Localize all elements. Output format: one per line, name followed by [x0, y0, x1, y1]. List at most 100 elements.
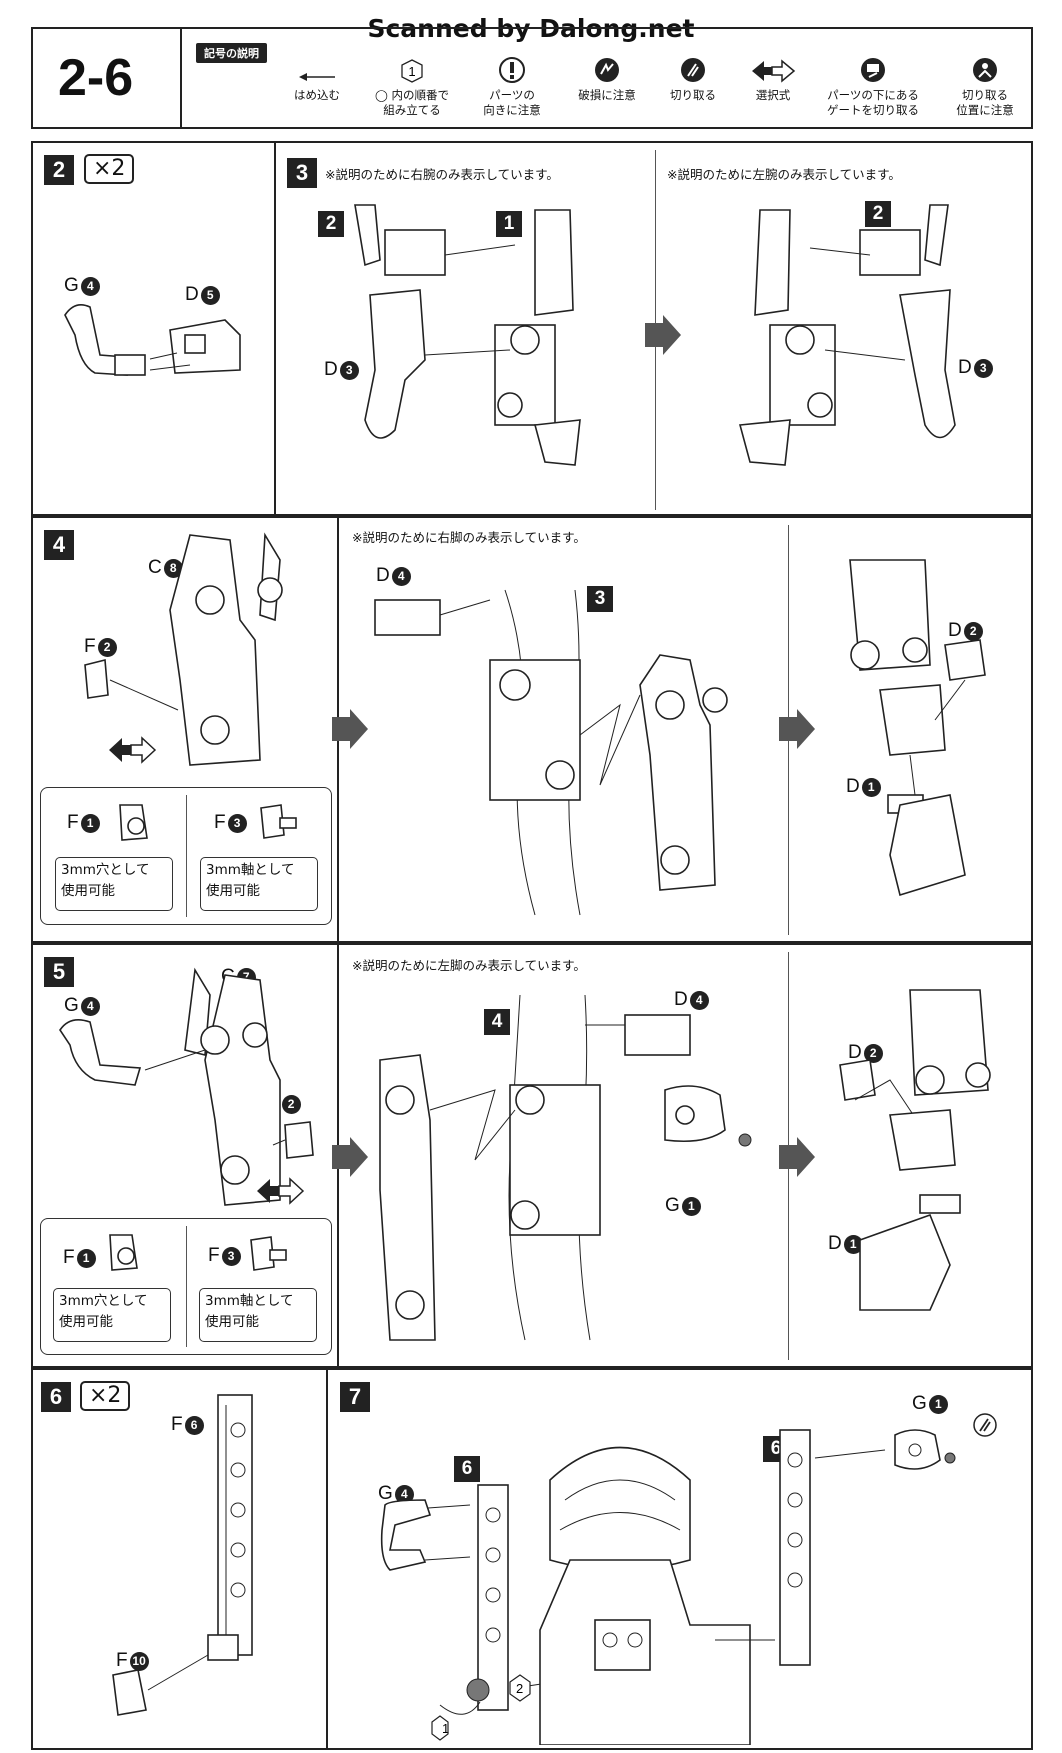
step-number: 2	[44, 155, 74, 185]
step-row-2	[31, 516, 1033, 943]
option-part-hole	[109, 1234, 138, 1271]
legend-title: 記号の説明	[196, 43, 267, 63]
step-number: 3	[287, 158, 317, 188]
exclamation-circle-icon	[499, 57, 525, 83]
divider	[274, 143, 276, 514]
step-2-figure	[64, 304, 241, 376]
legend-label: 破損に注意	[578, 88, 636, 102]
option-text: 3mm穴として 使用可能	[55, 857, 173, 911]
option-text: 3mm軸として 使用可能	[199, 1288, 317, 1342]
header-box	[31, 27, 1033, 129]
legend-label: 選択式	[755, 88, 791, 102]
order-badge: 1	[442, 1721, 449, 1736]
select-arrow-right-icon	[645, 315, 681, 355]
select-arrows-icon	[752, 59, 796, 83]
ref-badge: 2	[318, 211, 344, 237]
step-number: 5	[44, 957, 74, 987]
legend-item: はめ込む	[267, 54, 367, 103]
display-note: ※説明のために右腕のみ表示しています。	[325, 167, 559, 182]
order-badge: 2	[516, 1681, 523, 1696]
step-row-4	[31, 1368, 1033, 1750]
step-number: 7	[340, 1382, 370, 1412]
step-number: 6	[41, 1382, 71, 1412]
display-note: ※説明のために左脚のみ表示しています。	[352, 958, 586, 973]
legend-item: 切り取る 位置に注意	[935, 54, 1035, 118]
select-arrows-icon	[257, 1177, 305, 1205]
arrow-left-icon	[299, 73, 335, 81]
svg-text:1: 1	[408, 64, 415, 79]
nipper-cut-icon	[973, 1413, 997, 1437]
select-arrow-right-icon	[332, 1137, 368, 1177]
ref-badge: 4	[484, 1009, 510, 1035]
circle-number-icon: 1	[401, 59, 423, 83]
legend-item: 選択式	[723, 54, 823, 103]
multiplier-badge: ×2	[84, 154, 135, 184]
divider	[326, 1370, 328, 1748]
cut-position-icon	[973, 58, 997, 82]
legend-item: パーツの 向きに注意	[462, 54, 562, 118]
step-7-figure: 1 2	[380, 1429, 956, 1745]
header-divider	[180, 29, 182, 127]
select-arrow-right-icon	[332, 709, 368, 749]
legend-item: 切り取る	[643, 54, 743, 103]
legend-label: 切り取る	[670, 88, 716, 102]
cut-under-part-icon	[861, 58, 885, 82]
select-arrows-icon	[109, 736, 157, 764]
select-arrow-right-icon	[779, 709, 815, 749]
ref-badge: 3	[587, 586, 613, 612]
legend-label: パーツの下にある ゲートを切り取る	[827, 88, 919, 117]
ref-badge: 6	[454, 1456, 480, 1482]
legend-label: 切り取る 位置に注意	[956, 88, 1014, 117]
step-row-3	[31, 943, 1033, 1368]
legend-label: はめ込む	[294, 88, 340, 102]
legend-item: 破損に注意	[557, 54, 657, 103]
option-panel	[40, 787, 332, 925]
step-4-leg-assembly-figure	[374, 589, 728, 916]
step-4-foot-figure	[849, 559, 986, 897]
option-part-hole	[119, 804, 148, 841]
page-step-number: 2-6	[58, 49, 134, 107]
step-5-leg-assembly-figure	[379, 994, 752, 1341]
multiplier-badge: ×2	[80, 1381, 131, 1411]
legend-label: ◯ 内の順番で 組み立てる	[374, 88, 450, 117]
step-row-1	[31, 141, 1033, 516]
option-part-peg	[250, 1236, 287, 1271]
legend-label: パーツの 向きに注意	[483, 88, 541, 117]
display-note: ※説明のために右脚のみ表示しています。	[352, 530, 586, 545]
step-5-leg-part-figure	[59, 967, 314, 1206]
option-panel	[40, 1218, 332, 1355]
option-text: 3mm穴として 使用可能	[53, 1288, 171, 1342]
step-4-leg-part-figure	[84, 532, 283, 766]
option-divider	[186, 1226, 187, 1347]
nipper-cut-icon	[681, 58, 705, 82]
step-5-foot-figure	[839, 989, 991, 1311]
ref-badge: 1	[496, 211, 522, 237]
break-warning-icon	[595, 58, 619, 82]
display-note: ※説明のために左腕のみ表示しています。	[667, 167, 901, 182]
ref-badge: 2	[865, 201, 891, 227]
option-divider	[186, 795, 187, 917]
option-text: 3mm軸として 使用可能	[200, 857, 318, 911]
step-3-right-arm-figure	[354, 204, 581, 466]
